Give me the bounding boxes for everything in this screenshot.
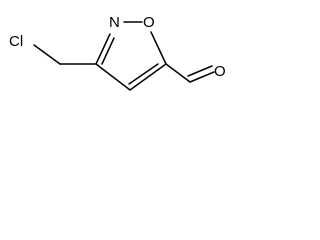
chlorine-label: Cl bbox=[9, 33, 23, 50]
bond-cl-ch2 bbox=[33, 44, 61, 65]
bond-o-c5 bbox=[150, 31, 167, 65]
bond-cho-o-outer bbox=[189, 71, 215, 83]
bond-cho-o-inner bbox=[187, 65, 213, 77]
aldehyde-oxygen-label: O bbox=[214, 63, 226, 80]
bond-c4-c3 bbox=[95, 63, 131, 91]
bond-c3-n2-inner bbox=[101, 37, 115, 65]
chemical-structure-diagram: Cl N O O bbox=[9, 14, 226, 91]
bond-c5-c4-inner bbox=[128, 63, 159, 85]
ring-oxygen-label: O bbox=[143, 14, 155, 31]
bond-c5-cho bbox=[165, 63, 191, 83]
bond-c5-c4-outer bbox=[129, 63, 167, 91]
bond-c3-n2-outer bbox=[95, 33, 111, 65]
ring-nitrogen-label: N bbox=[109, 14, 120, 31]
